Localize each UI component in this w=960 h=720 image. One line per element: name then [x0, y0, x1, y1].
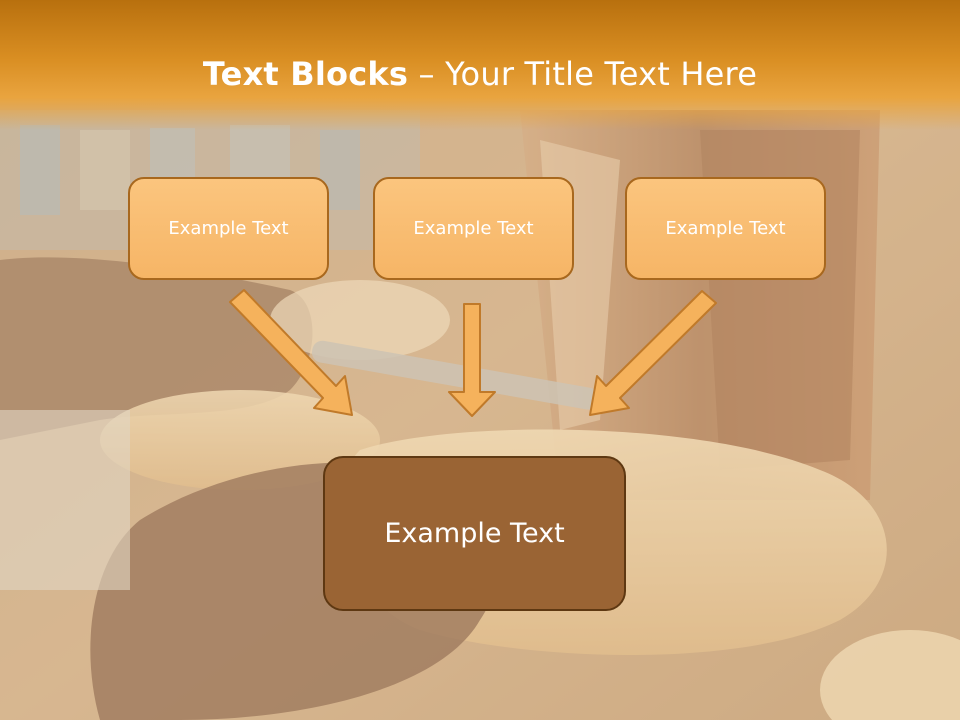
title-rest: Your Title Text Here: [445, 55, 758, 93]
text-block-3[interactable]: Example Text: [625, 177, 826, 280]
title-bar: [0, 0, 960, 130]
text-block-2-label: Example Text: [413, 218, 534, 239]
main-text-block[interactable]: Example Text: [323, 456, 626, 611]
slide-title: Text Blocks – Your Title Text Here: [0, 52, 960, 96]
text-block-1-label: Example Text: [168, 218, 289, 239]
arrow-right: [589, 290, 717, 416]
text-block-3-label: Example Text: [665, 218, 786, 239]
arrow-center: [448, 303, 496, 417]
main-text-block-label: Example Text: [384, 518, 565, 549]
text-block-2[interactable]: Example Text: [373, 177, 574, 280]
arrow-left: [229, 289, 353, 416]
title-bold: Text Blocks: [202, 55, 409, 93]
title-separator: –: [408, 55, 446, 93]
text-block-1[interactable]: Example Text: [128, 177, 329, 280]
